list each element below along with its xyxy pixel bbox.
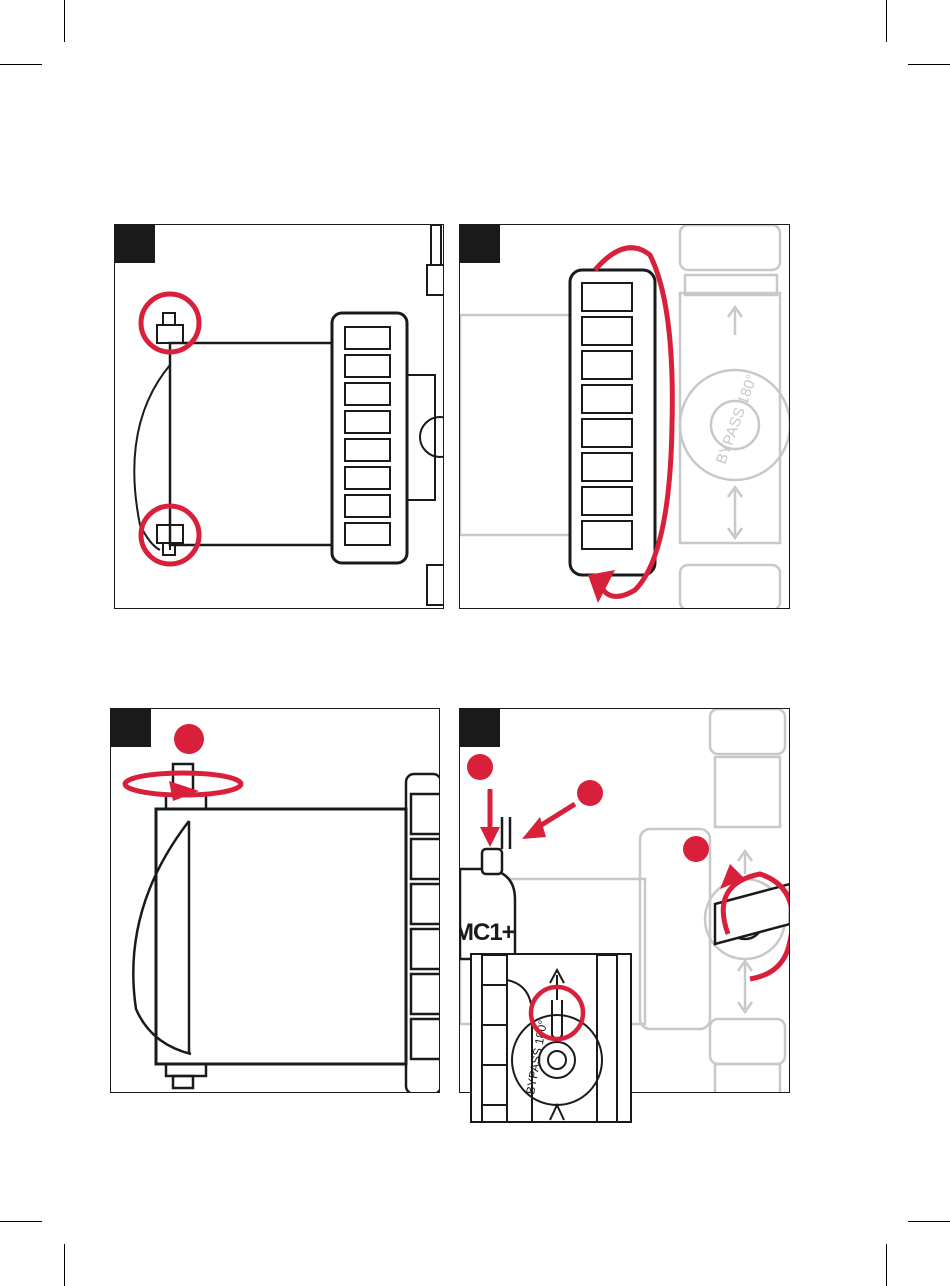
valve-nut-illustration: BYPASS 180°	[460, 225, 790, 609]
crop-mark	[0, 1221, 42, 1222]
crop-mark	[64, 1244, 65, 1286]
svg-text:BYPASS 180°: BYPASS 180°	[713, 372, 761, 466]
red-callout-dot-icon	[467, 754, 493, 780]
red-callout-dot-icon	[174, 724, 204, 754]
crop-mark	[64, 0, 65, 42]
step-panel-1	[114, 224, 444, 609]
crop-mark	[908, 64, 950, 65]
crop-mark	[0, 64, 42, 65]
red-callout-dot-icon	[683, 836, 709, 862]
crop-mark	[908, 1221, 950, 1222]
bypass-inset-detail: BYPASS 180°	[470, 953, 632, 1123]
red-pointer-arrow-icon	[480, 827, 500, 847]
step-panel-2: BYPASS 180°	[459, 224, 790, 609]
crop-mark	[886, 1244, 887, 1286]
red-pointer-arrow-icon	[522, 817, 546, 839]
bypass-valve-closeup: BYPASS 180°	[472, 955, 632, 1123]
step-panel-3	[110, 708, 440, 1093]
pump-terminal-illustration	[111, 709, 440, 1093]
pump-side-illustration	[115, 225, 444, 609]
mc1-device-label: MC1+	[459, 919, 515, 947]
crop-mark	[886, 0, 887, 42]
red-callout-dot-icon	[577, 780, 603, 806]
